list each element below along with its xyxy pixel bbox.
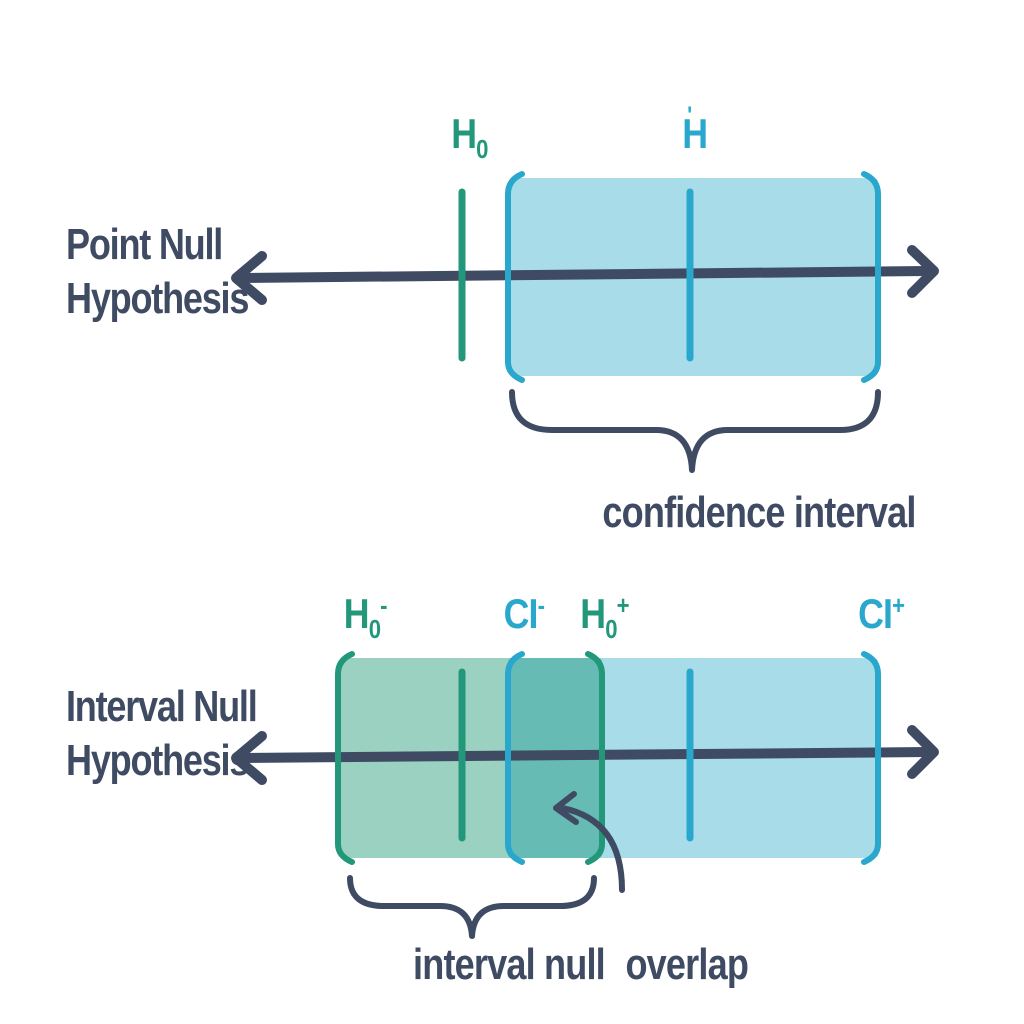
ci-left-edge	[505, 171, 525, 383]
number-line-axis	[235, 266, 933, 283]
h-hat-mark: '	[687, 102, 692, 129]
overlap-arrowhead	[553, 791, 579, 825]
h0-label: H0	[451, 110, 488, 165]
number-line-axis-2	[235, 747, 933, 763]
overlap-caption: overlap	[625, 940, 749, 989]
ci-right-edge	[861, 171, 881, 383]
axis-right-arrowhead-2	[907, 725, 939, 779]
ci-minus-edge	[505, 651, 525, 865]
h0-minus-superscript: -	[380, 590, 387, 620]
interval-null-brace	[347, 875, 597, 939]
ci-minus-superscript: -	[537, 590, 545, 620]
ci-minus-label: CI-	[504, 590, 545, 638]
h-estimate-label: H'	[682, 102, 708, 158]
confidence-interval-caption: confidence interval	[602, 488, 916, 537]
interval-null-row	[231, 651, 939, 939]
h0-plus-letter: H	[580, 590, 606, 637]
ci-plus-letters: CI	[858, 590, 893, 637]
row-label-line2: Hypothesis	[66, 273, 249, 323]
h0-minus-label: H0-	[343, 590, 388, 645]
ci-plus-superscript: +	[892, 590, 905, 620]
axis-left-arrowhead	[231, 251, 267, 305]
confidence-interval-brace	[509, 389, 881, 473]
h0-plus-subscript: 0	[605, 614, 617, 644]
axis-right-arrowhead	[907, 245, 939, 298]
ci-plus-edge	[861, 651, 881, 865]
interval-null-caption: interval null	[413, 940, 606, 989]
h0-plus-edge	[585, 651, 605, 865]
row-label-line1-b: Interval Null	[66, 682, 258, 731]
h-letter: H	[682, 110, 708, 157]
row-label-line1: Point Null	[66, 220, 223, 269]
point-null-row-label: Point Null Hypothesis	[66, 218, 249, 325]
h0-letter: H	[451, 110, 477, 157]
point-null-row	[231, 171, 939, 473]
ci-plus-label: CI+	[858, 590, 905, 638]
h0-plus-label: H0+	[580, 590, 630, 645]
h0-minus-subscript: 0	[368, 614, 381, 644]
row-label-line2-b: Hypothesis	[66, 735, 249, 785]
interval-null-row-label: Interval Null Hypothesis	[66, 680, 258, 787]
h0-subscript: 0	[476, 134, 488, 164]
h0-minus-letter: H	[343, 590, 370, 637]
h0-plus-superscript: +	[616, 590, 630, 620]
ci-minus-letters: CI	[503, 590, 539, 637]
h0-minus-edge	[335, 651, 355, 865]
axis-left-arrowhead-2	[231, 731, 267, 785]
overlap-arrow	[559, 805, 625, 893]
